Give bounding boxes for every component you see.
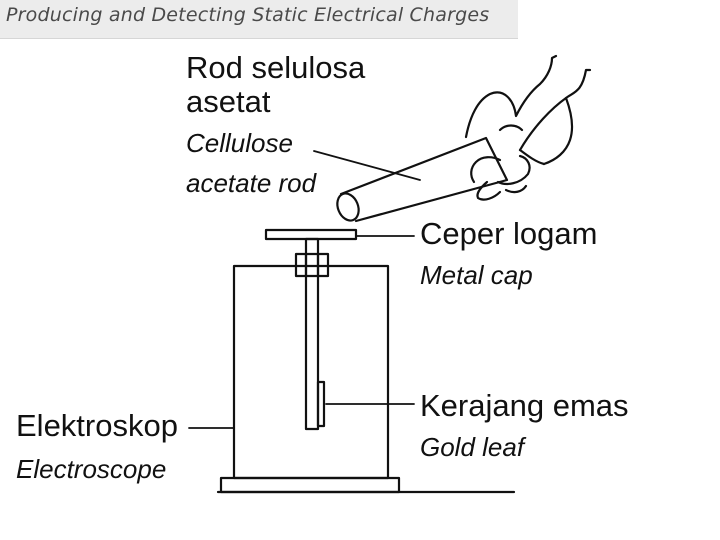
electroscope-base <box>219 476 401 494</box>
page-title: Producing and Detecting Static Electrica… <box>6 4 490 26</box>
gold-leaf-icon <box>316 380 326 428</box>
metal-cap-icon <box>264 228 358 241</box>
rod-label-malay-line1: Rod selulosa <box>186 50 366 85</box>
hand-icon <box>464 54 592 201</box>
rod-leader-line <box>313 150 421 181</box>
scope-label-english: Electroscope <box>16 454 167 484</box>
scope-label-malay: Elektroskop <box>16 408 178 443</box>
leaf-label-english: Gold leaf <box>420 432 525 462</box>
header-bar: Producing and Detecting Static Electrica… <box>0 0 518 39</box>
leaf-label-malay: Kerajang emas <box>420 388 629 423</box>
cap-label-malay: Ceper logam <box>420 216 598 251</box>
rod-label-english-line2: acetate rod <box>186 168 317 198</box>
rod-label-malay-line2: asetat <box>186 84 271 119</box>
leader-lines <box>188 150 421 429</box>
rod-label-english-line1: Cellulose <box>186 128 293 158</box>
metal-rod <box>304 237 320 431</box>
electroscope-icon <box>216 228 516 494</box>
insulator-plug <box>294 252 330 278</box>
electroscope-case <box>232 264 390 480</box>
cap-label-english: Metal cap <box>420 260 533 290</box>
